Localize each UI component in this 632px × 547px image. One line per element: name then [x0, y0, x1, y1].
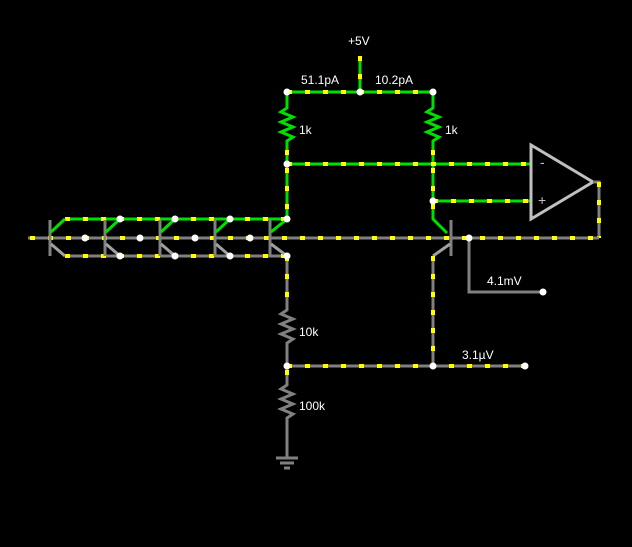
resistor-1k-right[interactable]	[423, 92, 449, 235]
output-probe-wire[interactable]	[467, 238, 543, 294]
current-right-label: 10.2pA	[375, 73, 414, 87]
r4-label: 100k	[299, 399, 326, 413]
resistor-10k[interactable]	[277, 256, 297, 366]
nodes	[81, 88, 547, 370]
r2-label: 1k	[445, 123, 458, 137]
supply-label: +5V	[348, 34, 370, 48]
resistor-1k-left[interactable]	[277, 92, 297, 219]
opamp-minus-sign: -	[540, 154, 545, 170]
ground-icon	[276, 456, 298, 470]
opamp-input-wires[interactable]	[287, 162, 531, 203]
probe-out-label: 4.1mV	[487, 274, 522, 288]
current-left-label: 51.1pA	[301, 73, 340, 87]
probe-mid-label: 3.1µV	[462, 348, 494, 362]
r3-label: 10k	[299, 325, 319, 339]
opamp[interactable]: - +	[529, 142, 596, 222]
resistor-100k[interactable]	[277, 366, 297, 458]
opamp-plus-sign: +	[538, 192, 546, 208]
r1-label: 1k	[299, 123, 312, 137]
opamp-output-wire[interactable]	[593, 180, 601, 238]
